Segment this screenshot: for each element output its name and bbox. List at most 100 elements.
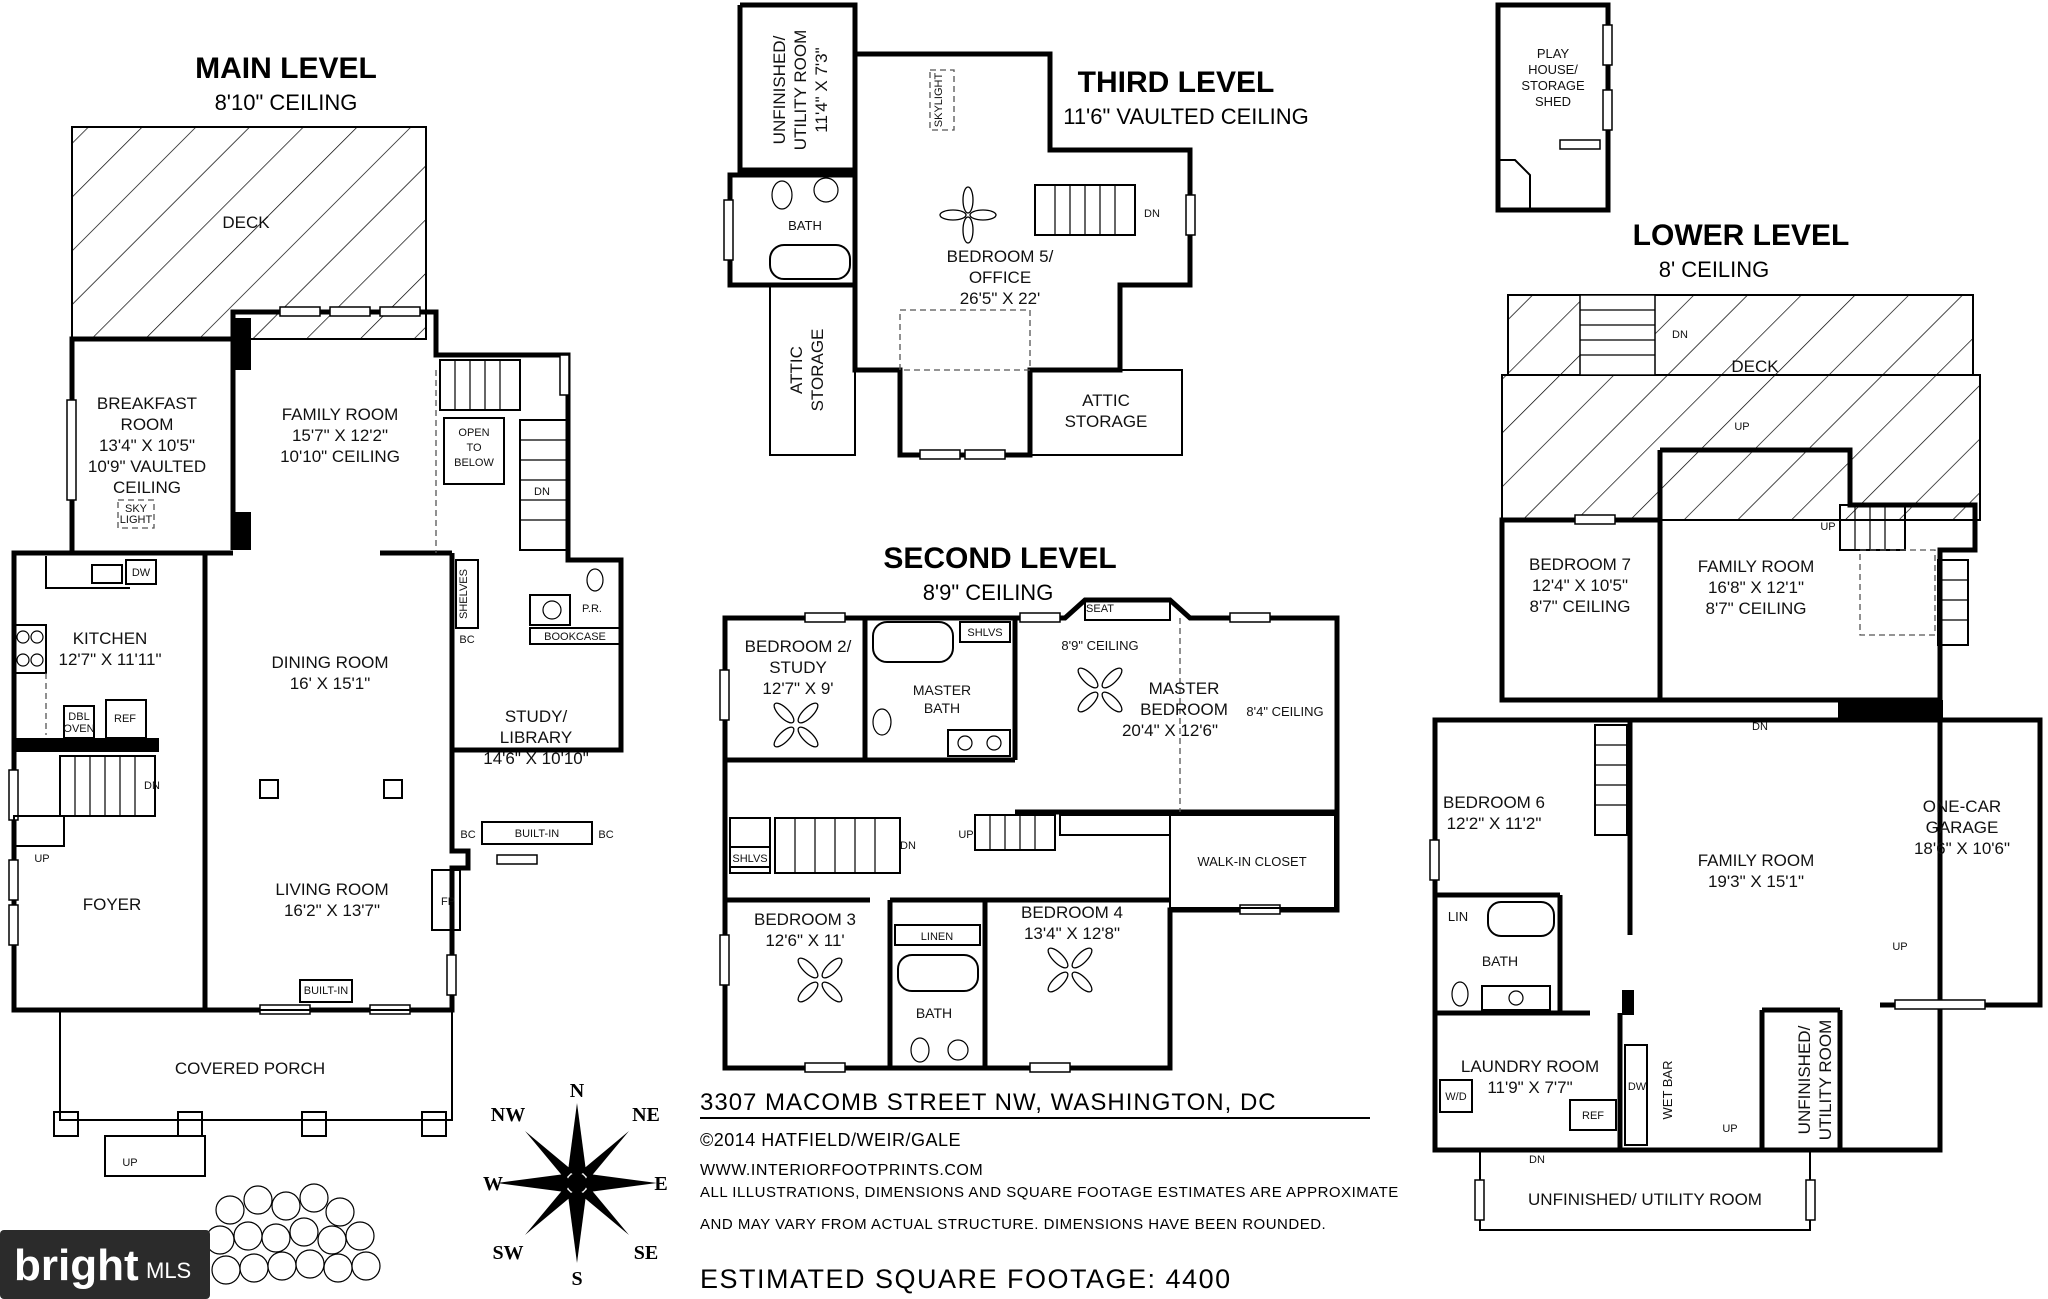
lower-deck-stair: [1579, 294, 1656, 376]
main-dn-lower: DN: [144, 780, 160, 792]
porch-post: [301, 1111, 327, 1137]
porch-steps: [104, 1135, 206, 1177]
kitchen-dims: 12'7" X 11'11": [58, 650, 161, 669]
lower-window: [1574, 514, 1616, 525]
covered-porch-label: COVERED PORCH: [175, 1059, 325, 1078]
bedroom4-dims: 13'4" X 12'8": [1024, 924, 1120, 943]
open-below-line1: OPEN: [458, 427, 489, 439]
bedroom3-fan: [797, 957, 843, 1003]
study-built-in: BUILT-IN: [515, 828, 559, 840]
main-window: [8, 859, 19, 901]
lower-up-bottom: UP: [1722, 1123, 1737, 1135]
living-room-label: LIVING ROOM: [275, 880, 388, 899]
kitchen-dw: DW: [132, 567, 151, 579]
bedroom4-fan: [1047, 947, 1093, 993]
garage-dims: 18'6" X 10'6": [1914, 839, 2010, 858]
second-up: UP: [958, 829, 973, 841]
attic-left-2: STORAGE: [808, 329, 827, 412]
second-window: [1239, 904, 1281, 915]
lower-ref: REF: [1582, 1110, 1604, 1122]
second-linen: LINEN: [921, 931, 953, 943]
study-bc-top: BC: [459, 634, 474, 646]
kitchen-counter: [45, 556, 130, 589]
compass-north-point: [568, 1103, 586, 1177]
play-window: [1559, 139, 1601, 150]
study-label-1: STUDY/: [505, 707, 568, 726]
bedroom4-label: BEDROOM 4: [1021, 903, 1123, 922]
garage-label-2: GARAGE: [1926, 818, 1999, 837]
master-fan: [1077, 667, 1123, 713]
master-dims: 20'4" X 12'6": [1122, 721, 1218, 740]
third-utility-3: 11'4" X 7'3": [812, 47, 831, 132]
lower-stair-left: [1594, 724, 1628, 836]
second-seat: SEAT: [1086, 603, 1114, 615]
main-deck: [71, 126, 427, 340]
kitchen-sink: [91, 564, 123, 584]
garage-label-1: ONE-CAR: [1923, 797, 2001, 816]
lower-utility-bottom-label: UNFINISHED/ UTILITY ROOM: [1528, 1190, 1762, 1209]
compass-se: SE: [634, 1242, 658, 1264]
main-level-ceiling: 8'10" CEILING: [215, 90, 358, 115]
bedroom7-dims: 12'4" X 10'5": [1532, 576, 1628, 595]
main-window: [66, 399, 77, 501]
window-seat: [1084, 599, 1171, 621]
second-window: [719, 669, 730, 721]
wet-bar-counter: [1624, 1044, 1648, 1146]
bedroom5-dims: 26'5" X 22': [960, 289, 1041, 308]
lower-dn-laundry: DN: [1529, 1154, 1545, 1166]
bookcase-box: [529, 627, 621, 645]
bedroom2-fan: [773, 702, 819, 748]
main-shelves: SHELVES: [458, 569, 470, 619]
second-toilet: [910, 1037, 930, 1063]
play-house-3: STORAGE: [1521, 78, 1585, 93]
compass-nw: NW: [491, 1104, 525, 1126]
compass-sw: SW: [492, 1242, 523, 1264]
second-ceiling-84: 8'4" CEILING: [1246, 704, 1323, 719]
lower-dn-main: DN: [1752, 721, 1768, 733]
watermark-suffix: MLS: [146, 1258, 191, 1283]
third-level-plan: THIRD LEVEL 11'6" VAULTED CEILING SKYLIG…: [723, 2, 1309, 460]
second-window: [804, 1062, 846, 1073]
linen-box: [894, 924, 981, 946]
dbl-oven-line1: DBL: [68, 711, 89, 723]
bedroom2-dims: 12'7" X 9': [762, 679, 833, 698]
dining-column: [259, 779, 279, 799]
main-bookcase: BOOKCASE: [544, 631, 606, 643]
second-sink: [947, 1039, 969, 1061]
bedroom2-label-1: BEDROOM 2/: [745, 637, 852, 656]
main-level-plan: MAIN LEVEL 8'10" CEILING DECK: [8, 52, 624, 1285]
main-window: [446, 954, 457, 996]
third-window: [723, 199, 734, 261]
second-stair-right: [974, 814, 1171, 851]
third-attic-right: [1029, 369, 1183, 456]
lower-utility-right-2: UTILITY ROOM: [1816, 1020, 1835, 1141]
lower-family-main-label: FAMILY ROOM: [1698, 851, 1815, 870]
main-pr: P.R.: [582, 603, 602, 615]
third-ceiling-fan: [939, 186, 997, 244]
main-skylight: [117, 499, 155, 529]
main-column-top: [233, 318, 251, 370]
third-stair: [1034, 184, 1136, 236]
main-window: [379, 306, 421, 317]
compass-ne: NE: [632, 1104, 660, 1126]
covered-porch: [59, 1009, 453, 1121]
study-bc-left: BC: [460, 829, 475, 841]
compass-se-point: [581, 1187, 629, 1235]
bedroom3-label: BEDROOM 3: [754, 910, 856, 929]
lower-tub: [1487, 901, 1555, 937]
compass-east-point: [583, 1174, 657, 1192]
second-shlvs-box: [729, 846, 771, 868]
play-house-plan: PLAY HOUSE/ STORAGE SHED: [1495, 2, 1613, 213]
compass-ne-point: [581, 1131, 629, 1179]
main-column-bottom: [233, 512, 251, 550]
compass-south-point: [568, 1189, 586, 1263]
copyright: ©2014 HATFIELD/WEIR/GALE: [700, 1130, 961, 1150]
third-utility-2: UTILITY ROOM: [791, 30, 810, 151]
lower-deck-dn: DN: [1672, 329, 1688, 341]
compass-west-point: [497, 1174, 571, 1192]
second-stair-left: [729, 817, 901, 874]
porch-up: UP: [122, 1157, 137, 1169]
lower-window: [1429, 839, 1440, 881]
foyer-label: FOYER: [83, 895, 142, 914]
